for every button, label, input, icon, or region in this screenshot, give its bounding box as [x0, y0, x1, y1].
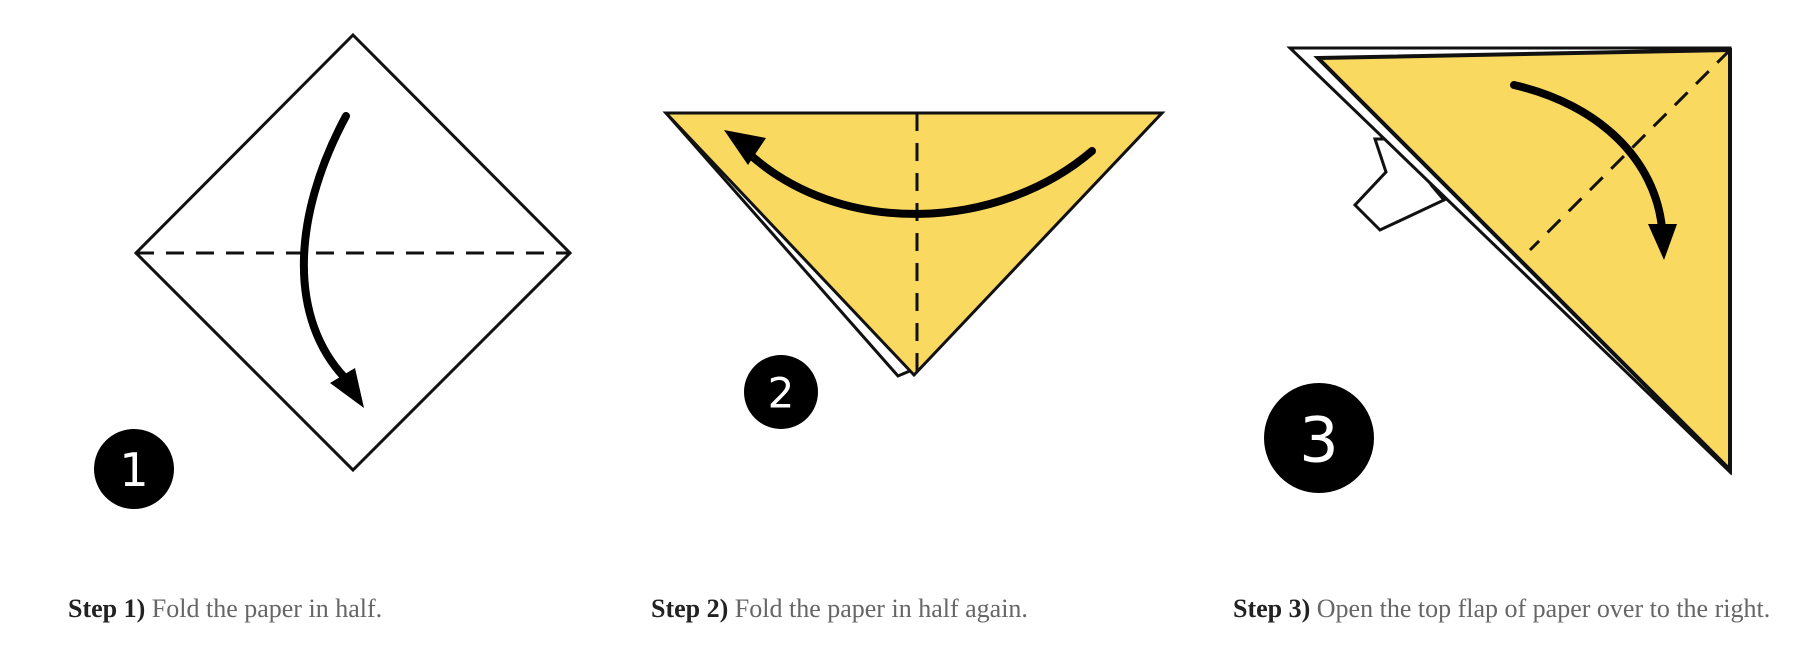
step-number-badge — [744, 355, 818, 429]
fold-arrow-curve — [1510, 81, 1666, 232]
step-label: Step 1) — [68, 594, 146, 623]
step-2-caption: Step 2) Fold the paper in half again. — [651, 592, 1028, 626]
step-1-illustration: 1 — [94, 32, 573, 509]
step-instruction: Open the top flap of paper over to the r… — [1316, 594, 1771, 623]
step-1-diagram: 1 — [80, 0, 620, 540]
fold-arrowhead — [330, 368, 364, 408]
step-3-caption: Step 3) Open the top flap of paper over … — [1233, 592, 1770, 626]
step-2-illustration: 2 — [662, 111, 1166, 429]
step-label: Step 2) — [651, 594, 729, 623]
fold-arrow-curve — [299, 112, 350, 382]
step-number: 3 — [1299, 404, 1338, 477]
step-number-badge — [1264, 383, 1374, 493]
fold-line-dashed — [1528, 48, 1732, 252]
step-number: 2 — [768, 369, 795, 418]
fold-arrowhead — [1648, 224, 1677, 260]
step-number-badge — [94, 429, 174, 509]
step-instruction: Fold the paper in half again. — [734, 594, 1028, 623]
step-number: 1 — [119, 443, 148, 497]
fold-arrow-curve — [741, 146, 1096, 218]
step-3-diagram: 3 — [1240, 0, 1800, 540]
step-label: Step 3) — [1233, 594, 1311, 623]
step-3-illustration: 3 — [1264, 46, 1732, 493]
step-instruction: Fold the paper in half. — [151, 594, 383, 623]
paper-triangle — [1313, 47, 1732, 475]
step-2-diagram: 2 — [640, 0, 1200, 540]
fold-arrowhead — [724, 130, 766, 165]
step-1-caption: Step 1) Fold the paper in half. — [68, 592, 382, 626]
